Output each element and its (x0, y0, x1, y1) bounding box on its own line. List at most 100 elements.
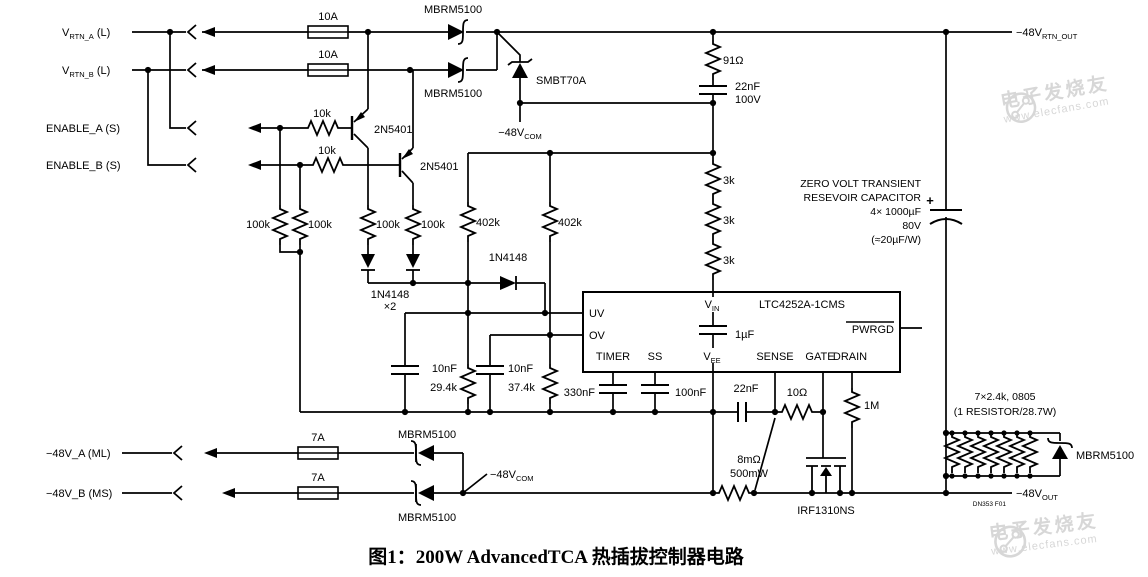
resistor-label-3k-2: 3k (723, 215, 735, 227)
resistor-label-100k-2: 100k (308, 219, 332, 231)
cap-label-22nf: 22nF (735, 81, 760, 93)
fuse-f3 (297, 446, 339, 460)
ic-pin-sense: SENSE (756, 351, 793, 363)
elecfans-logo-icon (1005, 89, 1037, 123)
cap-label-330nf: 330nF (564, 387, 595, 399)
cap-polarity-plus: + (926, 193, 934, 208)
reservoir-note-2: RESEVOIR CAPACITOR (804, 192, 922, 204)
figure-caption: 图1：200W AdvancedTCA 热插拔控制器电路 (368, 545, 744, 568)
elecfans-logo-icon (994, 522, 1027, 558)
arrow-icon (202, 65, 215, 75)
junction-dots (144, 28, 1033, 497)
resistor-label-10ohm: 10Ω (787, 387, 807, 399)
ic-pin-timer: TIMER (596, 351, 630, 363)
cap-22nf-100v (699, 85, 727, 95)
diode-label-d3: MBRM5100 (398, 429, 456, 441)
zener-label: SMBT70A (536, 75, 587, 87)
ic-pin-vee: VEE (703, 351, 720, 365)
cap-label-100v: 100V (735, 94, 761, 106)
fuse-label-f4: 7A (311, 472, 325, 484)
diode-label-1n4148-c: 1N4148 (489, 252, 528, 264)
diode-mbrm5100-3 (410, 440, 434, 466)
transistor-q2-2n5401 (398, 149, 413, 177)
diode-label-d2: MBRM5100 (424, 88, 482, 100)
net-label-rtn-b: VRTN_B (L) (62, 65, 110, 79)
net-label-enable-a: ENABLE_A (S) (46, 123, 120, 135)
diode-1n4148-b (406, 254, 420, 271)
ic-pin-ss: SS (648, 351, 663, 363)
cap-label-1uf: 1µF (735, 329, 754, 341)
arrow-icon (248, 160, 261, 170)
wire-arrowheads (202, 27, 261, 498)
fuse-label-f1: 10A (318, 11, 338, 23)
resistor-label-91: 91Ω (723, 55, 743, 67)
arrow-icon (202, 27, 215, 37)
net-label-out: −48VOUT (1016, 488, 1058, 502)
reservoir-note-4: 80V (902, 220, 921, 232)
connector-pins (172, 24, 261, 501)
cap-reservoir (929, 209, 963, 225)
resistor-label-3k-3: 3k (723, 255, 735, 267)
resistor-label-3k-1: 3k (723, 175, 735, 187)
net-label-in-a: −48V_A (ML) (46, 448, 111, 460)
resistor-label-402k-1: 402k (476, 217, 500, 229)
ic-ltc4252a (582, 291, 901, 373)
mosfet-label: IRF1310NS (797, 505, 854, 517)
fuses (297, 25, 349, 500)
reservoir-note-1: ZERO VOLT TRANSIENT (800, 178, 921, 190)
cap-10nf-uv (391, 365, 419, 375)
resistor-label-402k-2: 402k (558, 217, 582, 229)
net-label-enable-b: ENABLE_B (S) (46, 160, 121, 172)
arrow-icon (204, 448, 217, 458)
mosfet-irf1310ns (806, 457, 846, 493)
reservoir-note-5: (≈20µF/W) (871, 234, 921, 246)
net-label-rtn-out: −48VRTN_OUT (1016, 27, 1078, 41)
diode-label-1n4148-qty: ×2 (384, 301, 397, 313)
ic-pin-vin: VIN (705, 299, 720, 313)
cap-1uf-vin (699, 325, 727, 335)
ic-part-number: LTC4252A-1CMS (759, 299, 845, 311)
diode-label-d1: MBRM5100 (424, 4, 482, 16)
arrow-icon (248, 123, 261, 133)
cap-330nf-timer (599, 384, 627, 394)
ic-pin-ov: OV (589, 330, 606, 342)
reservoir-note-3: 4× 1000µF (870, 206, 921, 218)
resistor-label-8mohm-power: 500mW (730, 468, 769, 480)
watermark-bottom: 电子发烧友 www.elecfans.com (988, 511, 1101, 559)
cap-10nf-ov (476, 365, 504, 375)
net-label-rtn-a: VRTN_A (L) (62, 27, 110, 41)
diode-label-d5: MBRM5100 (1076, 450, 1134, 462)
resistor-label-1m: 1M (864, 400, 879, 412)
transistor-label-q1: 2N5401 (374, 124, 413, 136)
bank-label-1: 7×2.4k, 0805 (974, 391, 1035, 403)
ic-pin-gate: GATE (805, 351, 834, 363)
cap-label-22nf-sense: 22nF (733, 383, 758, 395)
cap-22nf-sense (737, 402, 747, 422)
ic-pin-pwrgd: PWRGD (852, 324, 894, 336)
fuse-label-f3: 7A (311, 432, 325, 444)
diode-mbrm5100-5 (1047, 437, 1073, 459)
cap-100nf-ss (641, 384, 669, 394)
labels: VRTN_A (L) VRTN_B (L) ENABLE_A (S) ENABL… (46, 4, 1134, 568)
diode-mbrm5100-2 (448, 57, 469, 83)
transistor-q1-2n5401 (350, 112, 365, 140)
resistor-label-29k4: 29.4k (430, 382, 457, 394)
fuse-f2 (307, 63, 349, 77)
diodes (361, 19, 1073, 506)
resistor-label-10k-1: 10k (313, 108, 331, 120)
resistor-label-100k-4: 100k (421, 219, 445, 231)
diode-mbrm5100-1 (448, 19, 469, 45)
watermark-top: 电子发烧友 www.elecfans.com (999, 73, 1113, 126)
doc-code: DN353 F01 (973, 501, 1007, 508)
cap-label-100nf: 100nF (675, 387, 706, 399)
cap-label-10nf-ov: 10nF (508, 363, 533, 375)
ic-pin-drain: DRAIN (833, 351, 867, 363)
resistor-label-100k-3: 100k (376, 219, 400, 231)
resistor-label-37k4: 37.4k (508, 382, 535, 394)
bank-label-2: (1 RESISTOR/28.7W) (954, 406, 1057, 418)
resistor-label-8mohm: 8mΩ (737, 454, 761, 466)
arrow-icon (222, 488, 235, 498)
